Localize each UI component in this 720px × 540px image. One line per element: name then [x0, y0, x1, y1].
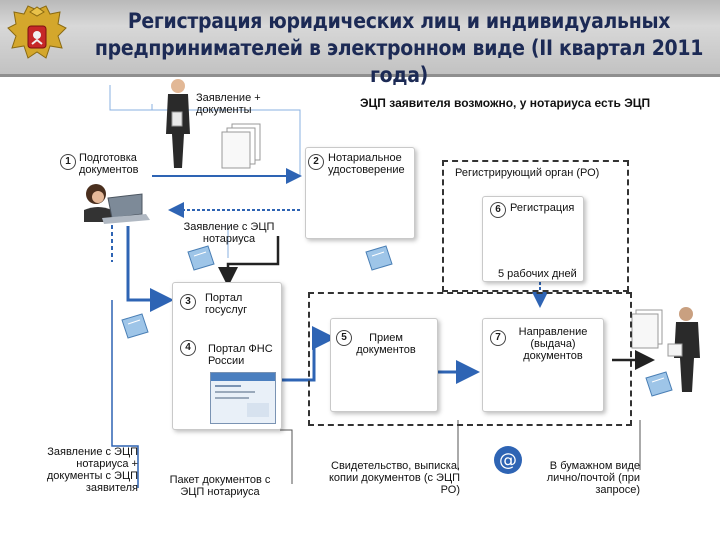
step-5-label: Прием документов — [350, 332, 422, 356]
registration-authority-label: Регистрирующий орган (РО) — [455, 167, 625, 179]
disk-icon-1 — [188, 246, 214, 270]
step-4-label: Портал ФНС России — [208, 343, 278, 367]
step-6-label: Регистрация — [510, 202, 590, 214]
document-icon-delivery — [632, 310, 662, 348]
arrow-left-to-portal — [128, 226, 168, 300]
email-icon: @ — [494, 446, 522, 474]
step-7-number: 7 — [490, 330, 506, 346]
disk-icon-2 — [366, 246, 392, 270]
bottom-certificate-label: Свидетельство, выписка, копии документов… — [326, 460, 460, 496]
bottom-paper-label: В бумажном виде лично/почтой (при запрос… — [540, 460, 640, 496]
fns-portal-screenshot — [210, 372, 276, 424]
step-2-label: Нотариальное удостоверение — [328, 152, 412, 176]
bottom-package-label: Пакет документов с ЭЦП нотариуса — [160, 474, 280, 498]
disk-icon-3 — [122, 314, 148, 338]
step-2-number: 2 — [308, 154, 324, 170]
svg-text:@: @ — [499, 450, 517, 471]
applicant-docs-label: Заявление + документы — [196, 92, 286, 116]
step-7-label: Направление (выдача) документов — [508, 326, 598, 362]
step-1-label: Подготовка документов — [79, 152, 159, 176]
bottom-left-label: Заявление с ЭЦП нотариуса + документы с … — [30, 446, 138, 494]
documents-icon — [222, 124, 260, 168]
five-days-label: 5 рабочих дней — [498, 268, 588, 280]
step-4-number: 4 — [180, 340, 196, 356]
subtitle-ecp: ЭЦП заявителя возможно, у нотариуса есть… — [360, 97, 710, 109]
step-3-number: 3 — [180, 294, 196, 310]
step-3-label: Портал госуслуг — [205, 292, 265, 316]
line-package — [280, 430, 292, 484]
notary-statement-label: Заявление с ЭЦП нотариуса — [180, 221, 278, 245]
recipient-person-icon — [668, 307, 700, 392]
step-6-number: 6 — [490, 202, 506, 218]
step-1-number: 1 — [60, 154, 76, 170]
disk-icon-4 — [646, 372, 672, 396]
woman-laptop-icon — [84, 184, 150, 224]
applicant-person-icon — [166, 79, 190, 168]
